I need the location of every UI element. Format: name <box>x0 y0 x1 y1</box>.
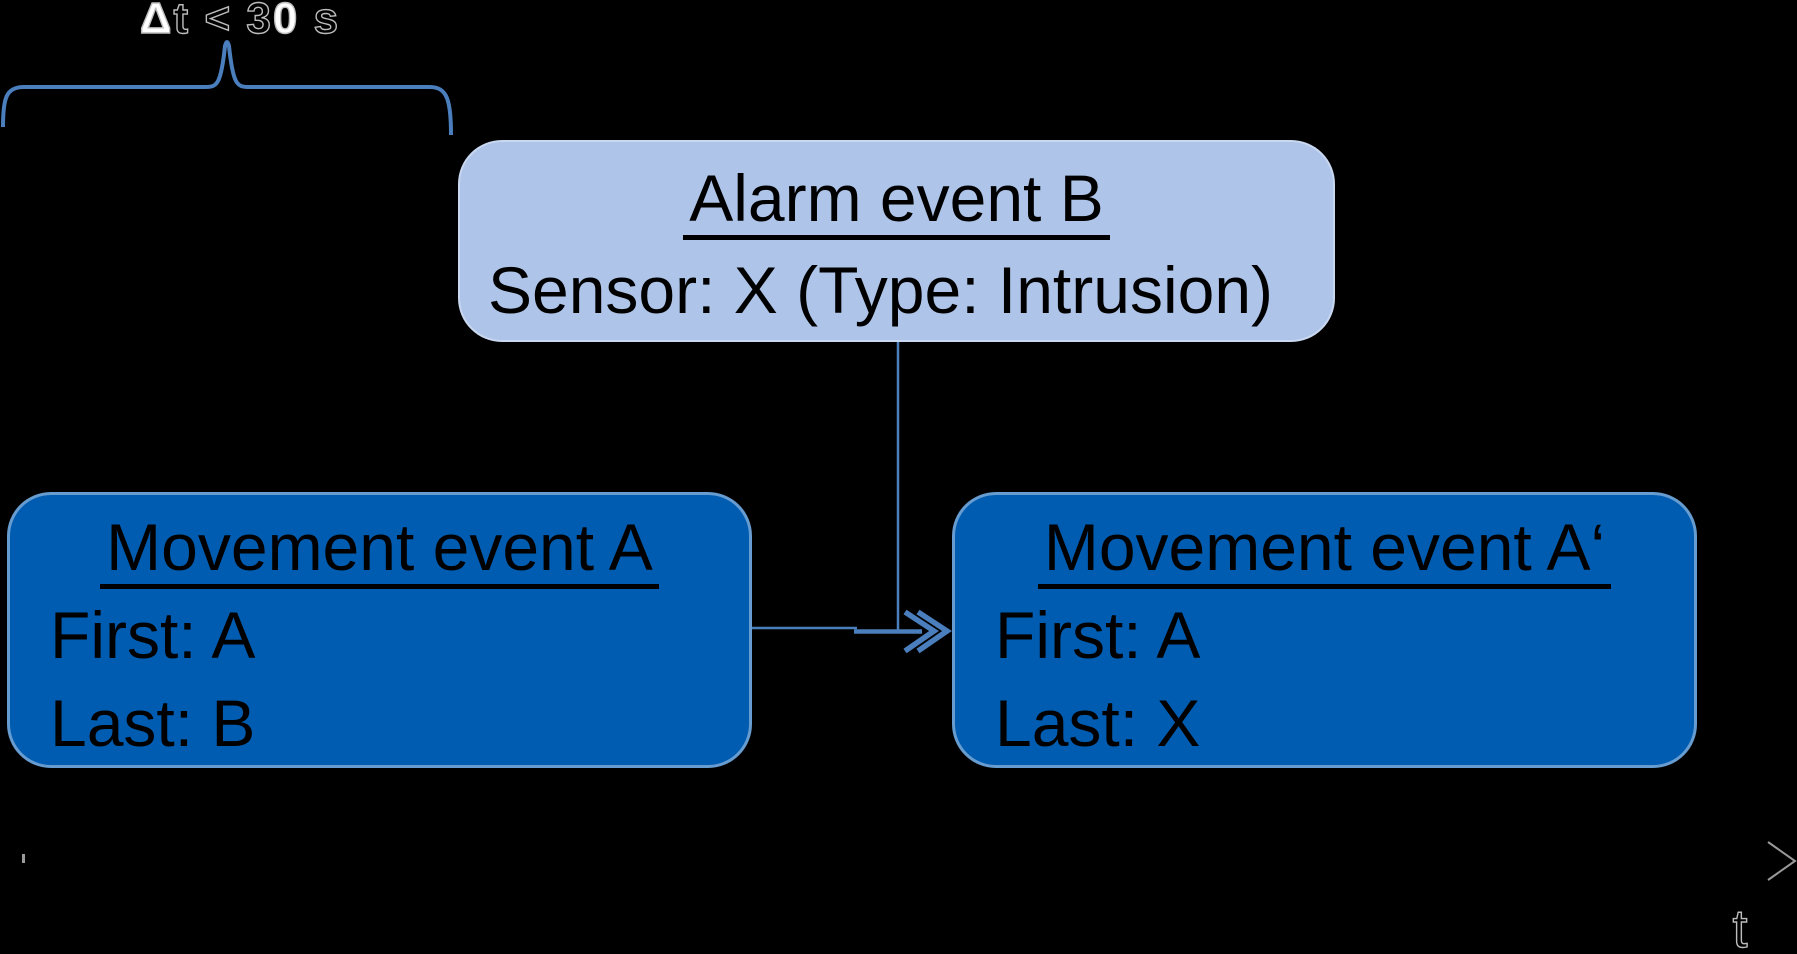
time-axis-arrowhead-icon <box>1767 841 1797 881</box>
movement-event-a-prime-first-line: First: A <box>995 598 1201 672</box>
alarm-event-title: Alarm event B <box>460 152 1333 244</box>
alarm-event-sensor-line: Sensor: X (Type: Intrusion) <box>488 253 1274 327</box>
time-axis-left-end-tick <box>22 854 25 863</box>
movement-event-a-prime-last-line: Last: X <box>995 686 1201 760</box>
time-axis-label: t <box>1732 898 1748 954</box>
movement-event-a-prime-box: Movement event A‘ First: A Last: X <box>952 492 1697 768</box>
movement-event-a-prime-title: Movement event A‘ <box>955 503 1694 591</box>
arrowhead-chevron-inner-icon <box>903 609 939 654</box>
movement-event-a-last-line: Last: B <box>50 686 256 760</box>
movement-event-a-box: Movement event A First: A Last: B <box>7 492 752 768</box>
movement-event-a-first-line: First: A <box>50 598 256 672</box>
movement-event-a-title: Movement event A <box>10 503 749 591</box>
brace-curly <box>1 40 453 136</box>
arrowhead-chevron-outer-icon <box>916 609 952 654</box>
alarm-event-box: Alarm event B Sensor: X (Type: Intrusion… <box>458 140 1335 342</box>
delta-t-label: Δt < 30 s <box>139 0 341 44</box>
